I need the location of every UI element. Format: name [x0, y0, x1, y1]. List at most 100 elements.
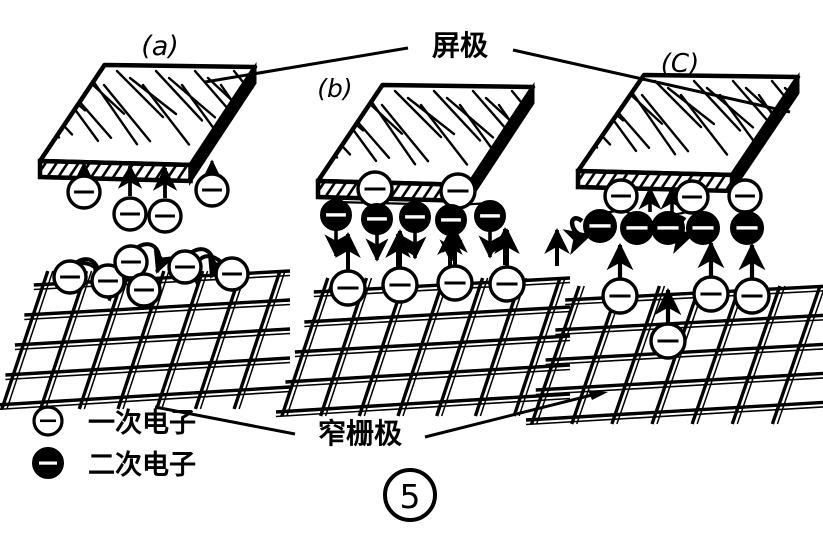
- minus-icon: [447, 189, 469, 193]
- grid-wire-vertical-shadow: [440, 277, 489, 417]
- hatch-line: [692, 79, 742, 132]
- hatch-line: [679, 93, 729, 156]
- front-hatch-line: [40, 161, 51, 180]
- minus-icon: [682, 195, 702, 199]
- grid-wire-vertical-shadow: [324, 277, 373, 417]
- grid-wire-horizontal: [294, 334, 571, 354]
- primary-electron: [488, 265, 526, 303]
- hatch-line: [627, 86, 677, 156]
- minus-icon: [389, 283, 411, 287]
- grid-wire-vertical: [610, 285, 662, 425]
- minus-icon: [692, 226, 714, 230]
- grid-wire-horizontal-shadow: [525, 406, 823, 426]
- grid-wire-vertical-shadow: [402, 277, 450, 417]
- primary-electron: [66, 174, 102, 210]
- plate-group: [37, 61, 801, 207]
- primary-electron: [90, 263, 126, 299]
- minus-icon: [441, 218, 461, 222]
- leader-arrowhead: [588, 390, 608, 400]
- leader-grid-to-c: [424, 391, 601, 439]
- secondary-electron: [651, 211, 685, 245]
- minus-icon: [444, 281, 466, 285]
- minus-icon: [120, 212, 140, 216]
- minus-icon: [337, 286, 359, 290]
- secondary-electron: [399, 201, 431, 233]
- grid-mesh-group: [0, 269, 823, 426]
- grid-a: [0, 269, 291, 411]
- front-hatch-line: [582, 171, 600, 190]
- grid-wire-vertical: [435, 277, 485, 417]
- primary-electron: [147, 198, 183, 234]
- minus-icon: [121, 260, 141, 264]
- grid-wire-vertical: [155, 270, 205, 410]
- minus-icon: [98, 279, 118, 283]
- minus-icon: [155, 214, 175, 218]
- minus-icon: [74, 190, 94, 194]
- leader-line-group: [154, 46, 791, 439]
- minus-icon: [589, 224, 611, 228]
- grid-wire-vertical: [770, 285, 822, 425]
- minus-icon: [134, 288, 154, 292]
- leader-grid-to-a: [154, 405, 296, 436]
- hatch-line: [102, 83, 152, 143]
- primary-electron: [439, 172, 477, 210]
- minus-icon: [626, 226, 648, 230]
- primary-electron: [649, 322, 687, 360]
- grid-wire-vertical-shadow: [736, 285, 786, 425]
- hatch-line: [141, 83, 191, 146]
- grid-b: [275, 276, 571, 418]
- hatch-line: [432, 89, 482, 142]
- grid-wire-vertical-shadow: [518, 277, 566, 417]
- minus-icon: [364, 187, 386, 191]
- front-hatch-line: [725, 171, 732, 190]
- minus-icon: [741, 294, 763, 298]
- minus-icon: [700, 292, 722, 296]
- hatch-line: [393, 89, 443, 139]
- minus-icon: [496, 282, 518, 286]
- front-hatch-line: [318, 181, 329, 200]
- leader-screen-to-c: [512, 48, 791, 114]
- secondary-electron: [435, 204, 467, 236]
- legend-item-secondary: 二次电子: [32, 447, 196, 481]
- hatch-line: [154, 69, 204, 122]
- secondary-electron: [730, 211, 764, 245]
- hatch-line: [653, 79, 703, 129]
- front-hatch-line: [44, 161, 62, 180]
- primary-electron: [727, 178, 763, 214]
- legend-label-primary: 一次电子: [88, 408, 196, 439]
- grid-wire-vertical: [730, 285, 782, 425]
- hatch-line: [640, 93, 690, 153]
- grid-wire-vertical: [396, 277, 446, 417]
- front-hatch-line: [322, 181, 340, 200]
- grid-wire-vertical: [38, 270, 89, 410]
- legend-label-secondary: 二次电子: [88, 450, 196, 481]
- primary-electron: [167, 249, 203, 285]
- primary-electron: [214, 256, 250, 292]
- primary-electron: [112, 196, 148, 232]
- hatch-line: [367, 96, 417, 166]
- primary-electron: [603, 178, 639, 214]
- primary-electron: [52, 259, 88, 295]
- grid-wire-horizontal: [14, 327, 291, 347]
- secondary-electron: [474, 200, 506, 232]
- minus-icon: [367, 217, 387, 221]
- hatch-line: [232, 69, 255, 129]
- primary-electron: [126, 272, 162, 308]
- grid-wire-vertical-shadow: [44, 270, 93, 410]
- badge-number: 5: [400, 477, 421, 516]
- screen-electrode-label: 屏极: [432, 29, 488, 62]
- figure-number-badge: 5: [383, 468, 437, 522]
- leader-screen-to-a: [204, 46, 409, 84]
- grid-wire-vertical-shadow: [160, 270, 209, 410]
- legend: 一次电子 二次电子: [32, 405, 196, 481]
- panel-caption-b: (b): [317, 74, 352, 103]
- grid-wire-vertical-shadow: [696, 285, 746, 425]
- grid-wire-vertical-shadow: [656, 285, 706, 425]
- hatch-line: [510, 89, 533, 149]
- primary-electron: [356, 170, 394, 208]
- minus-icon: [39, 461, 57, 465]
- grid-wire-vertical-shadow: [535, 285, 585, 425]
- curled-trajectory-arrow: [562, 216, 593, 256]
- front-hatch-line: [578, 171, 589, 190]
